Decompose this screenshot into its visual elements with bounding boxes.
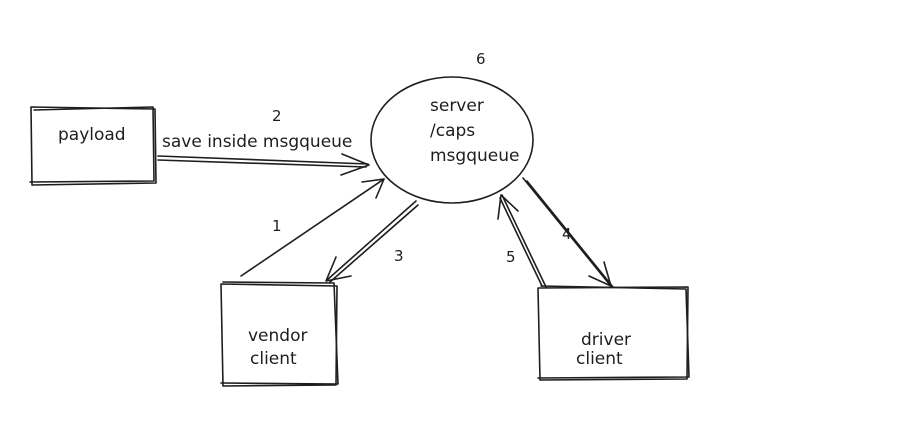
- driver-label-line-2: client: [576, 349, 623, 369]
- edge-4-line-sketch: [526, 180, 614, 288]
- payload-box: [30, 106, 157, 186]
- edge-driver-to-server: 5: [497, 194, 547, 288]
- vendor-client-node[interactable]: vendor client: [220, 281, 339, 387]
- server-ellipse: [370, 76, 534, 204]
- driver-label-line-1: driver: [581, 330, 631, 350]
- edge-3-arrowhead: [325, 256, 352, 282]
- edge-save-line-sketch: [157, 159, 367, 168]
- server-label-line-3: msgqueue: [430, 146, 519, 166]
- edge-3-number: 3: [394, 247, 404, 265]
- vendor-label-line-1: vendor: [248, 326, 307, 346]
- edge-4-arrowhead: [588, 261, 612, 287]
- edge-3-line: [326, 200, 417, 281]
- payload-node[interactable]: payload: [29, 106, 157, 186]
- edge-save-number: 2: [272, 107, 282, 125]
- edge-1-arrowhead: [361, 178, 385, 199]
- edge-5-line: [501, 194, 547, 288]
- server-label-line-1: server: [430, 96, 484, 116]
- driver-client-node[interactable]: driver client: [537, 285, 690, 381]
- vendor-box: [220, 283, 338, 387]
- edge-save-line: [157, 155, 369, 165]
- edge-server-to-vendor: 3: [325, 200, 419, 283]
- edge-4-line: [522, 177, 611, 286]
- edge-1-number: 1: [272, 217, 282, 235]
- edge-5-line-sketch: [499, 197, 543, 287]
- edge-5-arrowhead: [497, 194, 519, 220]
- vendor-box-sketch: [220, 281, 339, 385]
- edge-save-label: save inside msgqueue: [162, 132, 352, 152]
- server-node[interactable]: server /caps msgqueue: [370, 76, 534, 204]
- server-label-line-2: /caps: [430, 121, 475, 141]
- edge-server-to-driver: 4: [522, 177, 614, 288]
- edge-5-number: 5: [506, 248, 516, 266]
- edge-4-number: 4: [562, 225, 572, 243]
- vendor-label-line-2: client: [250, 349, 297, 369]
- payload-label: payload: [58, 125, 126, 145]
- edge-save: 2 save inside msgqueue: [157, 107, 370, 176]
- server-number: 6: [476, 50, 486, 68]
- payload-box-sketch: [29, 106, 155, 183]
- edge-save-arrowhead: [340, 153, 370, 176]
- edge-3-line-sketch: [329, 204, 419, 283]
- edge-vendor-to-server: 1: [240, 178, 385, 277]
- edge-1-line: [240, 178, 385, 277]
